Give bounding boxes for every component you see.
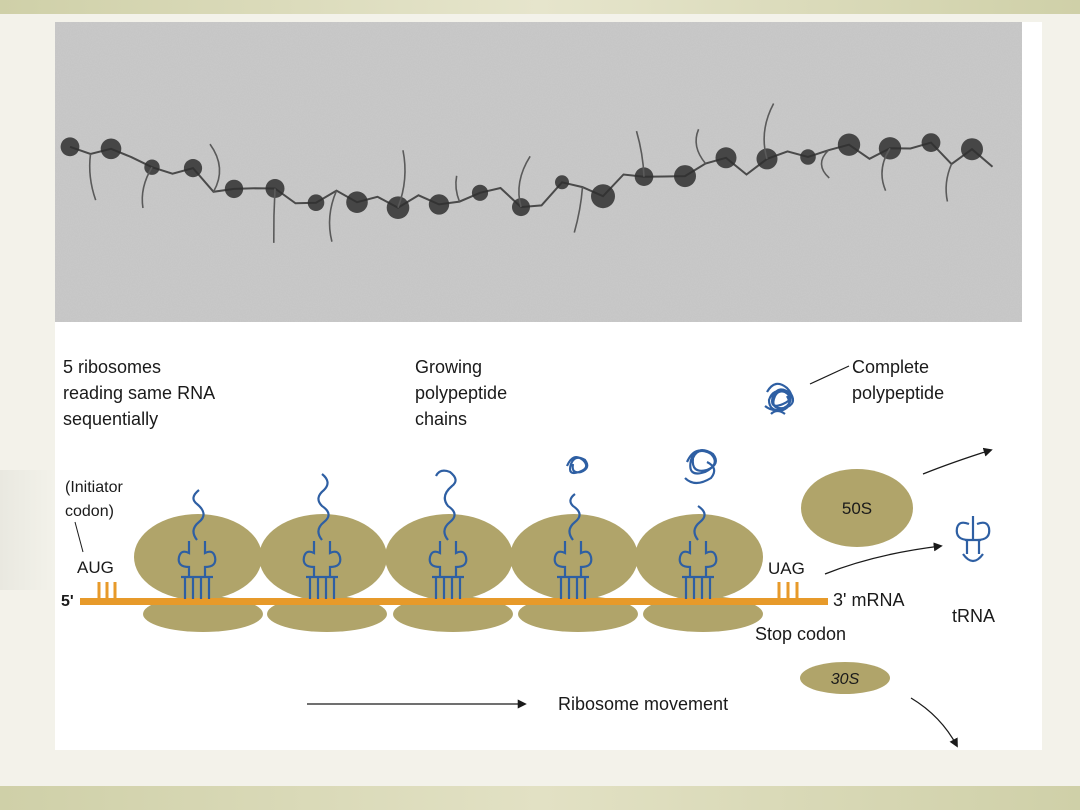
nascent-chain-strand — [209, 143, 221, 193]
nascent-chain-strand — [635, 130, 645, 177]
growing-label-line2: polypeptide — [415, 383, 507, 403]
growing-label-line3: chains — [415, 409, 467, 429]
trna-3 — [428, 469, 468, 599]
ribosome-granule — [60, 137, 80, 157]
nascent-chain-strand — [945, 163, 953, 202]
ribosome-granule — [183, 159, 203, 178]
nascent-chain-strand — [820, 149, 830, 179]
trna-5 — [678, 449, 718, 599]
ribosome-granule — [307, 194, 325, 211]
small-subunit-arrow — [910, 697, 958, 748]
large-subunit-2 — [259, 514, 387, 600]
growing-label-line1: Growing — [415, 357, 482, 377]
ribosome-granule — [555, 175, 569, 190]
trna-release-arrow — [824, 542, 943, 575]
ribosome-granule — [837, 133, 861, 156]
nascent-chain-strand — [397, 150, 406, 208]
large-subunit-5 — [635, 514, 763, 600]
nascent-chain-strand — [88, 153, 97, 201]
trna-label: tRNA — [952, 606, 995, 626]
ribosome-granule — [591, 184, 615, 209]
initiator-label-line1: (Initiator — [65, 479, 123, 496]
nascent-chain-strand — [328, 190, 338, 242]
trna-4 — [553, 456, 593, 599]
ribosome-movement-label: Ribosome movement — [558, 694, 728, 714]
ribosomes-label-line1: 5 ribosomes — [63, 357, 161, 377]
nascent-chain-strand — [272, 188, 276, 243]
ribosome-granule — [800, 149, 816, 165]
nascent-chain-strand — [881, 147, 891, 191]
nascent-chain-strand — [518, 155, 531, 208]
ribosome-granule — [471, 184, 489, 201]
complete-polypeptide-icon — [764, 382, 795, 415]
large-subunits — [134, 514, 763, 600]
nascent-chain-strand — [573, 187, 584, 233]
three-prime-mrna-label: 3' mRNA — [833, 590, 904, 610]
mrna-strand — [80, 598, 828, 605]
figure-panel: 5 ribosomes reading same RNA sequentiall… — [55, 22, 1042, 750]
uag-label: UAG — [768, 559, 805, 578]
nascent-chain-strand — [455, 175, 461, 202]
ribosome-granule — [224, 179, 244, 199]
trna-2 — [302, 473, 342, 599]
ribosome-granule — [921, 133, 941, 152]
ribosome-granule — [386, 196, 410, 219]
electron-micrograph — [55, 22, 1022, 322]
trna-1 — [177, 489, 217, 599]
ribosome-trnas — [177, 449, 718, 599]
complete-label-line2: polypeptide — [852, 383, 944, 403]
nascent-chain-strand — [141, 166, 153, 209]
large-subunit-label: 50S — [842, 499, 872, 518]
initiator-leader-line — [74, 521, 84, 553]
ribosomes-label-line2: reading same RNA — [63, 383, 215, 403]
large-subunit-arrow — [922, 447, 993, 475]
aug-label: AUG — [77, 558, 114, 577]
complete-label-line1: Complete — [852, 357, 929, 377]
trna-icon — [955, 516, 991, 563]
large-subunit-4 — [510, 514, 638, 600]
stop-codon-label: Stop codon — [755, 624, 846, 644]
slide-top-band — [0, 0, 1080, 14]
slide-background-shape — [0, 470, 55, 590]
small-subunit-released — [800, 662, 890, 694]
polysome-diagram: 5 ribosomes reading same RNA sequentiall… — [61, 357, 995, 748]
large-subunit-released — [801, 469, 913, 547]
ribosome-granule — [428, 194, 450, 215]
slide-bottom-band — [0, 786, 1080, 810]
ribosome-granule — [961, 138, 983, 161]
codon-ticks — [97, 582, 799, 599]
polysome-ribosome-dots — [60, 103, 994, 243]
five-prime-label: 5' — [61, 593, 74, 610]
initiator-label-line2: codon) — [65, 503, 114, 520]
nascent-chain-strand — [763, 103, 775, 160]
complete-leader-line — [809, 365, 850, 385]
ribosomes-label-line3: sequentially — [63, 409, 158, 429]
large-subunit-1 — [134, 514, 262, 600]
ribosome-granule — [878, 137, 902, 160]
large-subunit-3 — [385, 514, 513, 600]
ribosome-granule — [346, 191, 368, 213]
nascent-chain-strand — [695, 128, 707, 165]
ribosome-granule — [756, 148, 778, 170]
ribosome-granule — [715, 147, 737, 169]
small-subunit-label: 30S — [831, 671, 860, 688]
ribosome-granule — [265, 179, 285, 198]
ribosome-granule — [674, 165, 696, 188]
ribosome-granule — [100, 138, 122, 160]
